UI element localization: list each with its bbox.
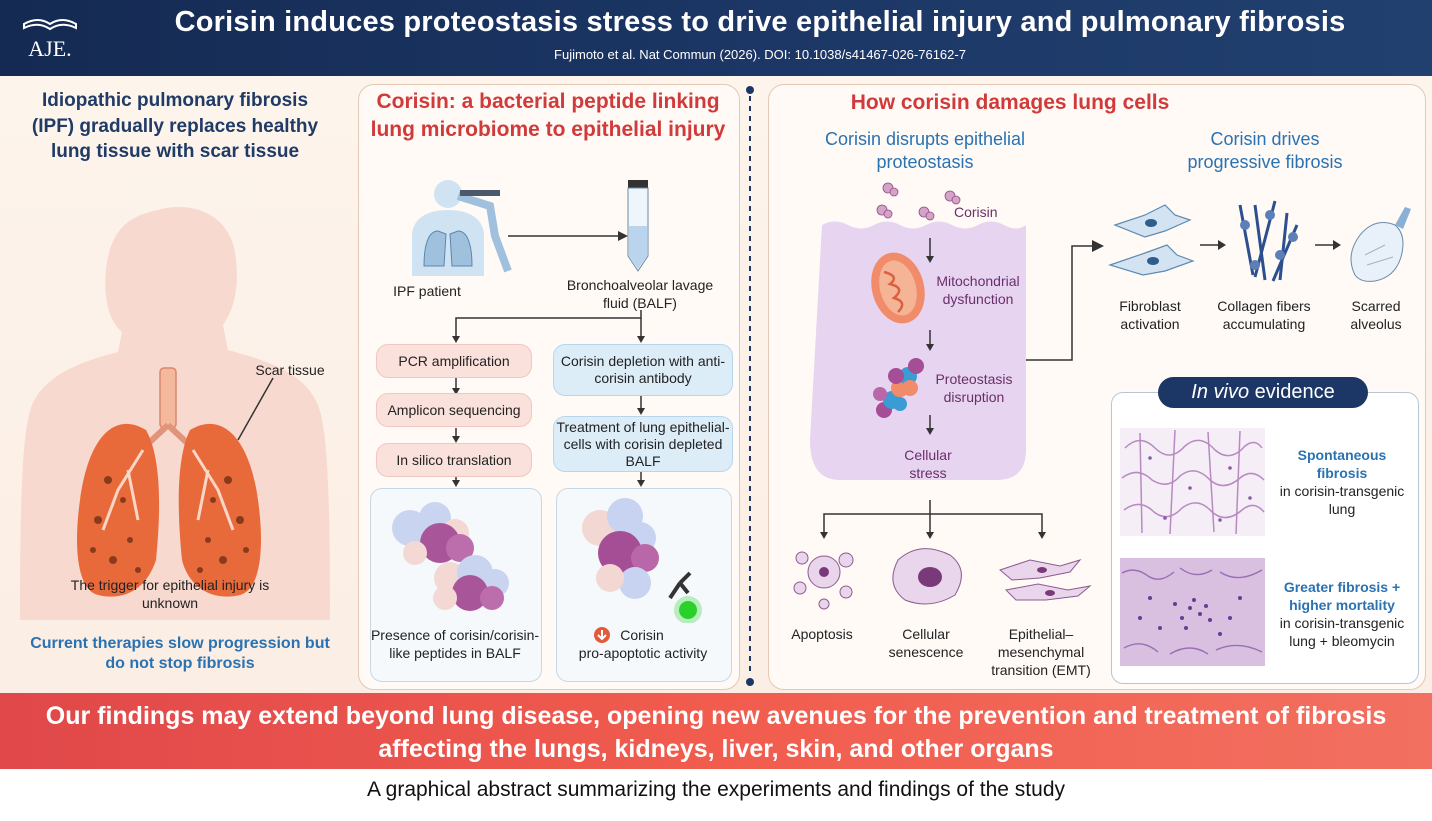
invivo-title: In vivo evidence (1158, 377, 1368, 408)
fibrosis-step-collagen: Collagen fibers accumulating (1217, 298, 1311, 332)
left-heading: Idiopathic pulmonary fibrosis (IPF) grad… (31, 90, 319, 162)
ipf-patient-label: IPF patient (393, 283, 461, 299)
histology-spontaneous (1120, 428, 1265, 536)
footer-banner (0, 693, 1432, 769)
down-arrow-icon (594, 627, 610, 643)
logo-text: AJE. (28, 36, 71, 61)
fibrosis-step-fibroblast: Fibroblast activation (1119, 298, 1181, 332)
right-heading: How corisin damages lung cells (850, 91, 1170, 114)
invivo-title-italic: In vivo (1191, 381, 1250, 403)
right-result-line2: pro-apoptotic activity (578, 645, 708, 661)
scar-tissue-label: Scar tissue (255, 362, 325, 378)
arrow-to-fibrosis (1092, 240, 1104, 252)
fibrosis-progression (1108, 200, 1411, 282)
figure-caption: A graphical abstract summarizing the exp… (366, 778, 1066, 801)
outcome-senescence: Cellular senescence (888, 626, 964, 660)
mito-label: Mitochondrial dysfunction (936, 273, 1020, 307)
histology-bleomycin (1120, 558, 1265, 666)
step-in-silico: In silico translation (376, 443, 532, 477)
citation-text: Fujimoto et al. Nat Commun (2026). DOI: … (554, 47, 966, 62)
trigger-text: The trigger for epithelial injury is unk… (70, 577, 270, 611)
therapy-text: Current therapies slow progression but d… (30, 635, 330, 672)
stress-label: Cellular stress (904, 447, 952, 481)
lung-silhouette (20, 207, 330, 620)
balf-label: Bronchoalveolar lavage fluid (BALF) (566, 277, 714, 311)
evidence-2-rest: in corisin-transgenic lung + bleomycin (1279, 615, 1405, 649)
evidence-2: Greater fibrosis + higher mortality in c… (1268, 578, 1416, 650)
proteostasis-label: Proteostasis disruption (935, 371, 1013, 405)
evidence-2-bold: Greater fibrosis + higher mortality (1283, 579, 1401, 613)
page-title: Corisin induces proteostasis stress to d… (174, 6, 1346, 38)
middle-heading: Corisin: a bacterial peptide linking lun… (370, 90, 726, 141)
invivo-title-rest: evidence (1249, 381, 1335, 403)
evidence-1-bold: Spontaneous fibrosis (1297, 447, 1387, 481)
step-treatment: Treatment of lung epithelial-cells with … (553, 416, 733, 472)
workflow-arrows (452, 310, 645, 487)
footer-text: Our findings may extend beyond lung dise… (45, 702, 1387, 763)
sub-heading-fibrosis: Corisin drives progressive fibrosis (1187, 129, 1343, 172)
header-banner (0, 0, 1432, 76)
evidence-1: Spontaneous fibrosis in corisin-transgen… (1272, 446, 1412, 518)
aje-logo: AJE. (23, 19, 77, 61)
evidence-1-rest: in corisin-transgenic lung (1279, 483, 1405, 517)
dashed-divider (746, 86, 754, 686)
left-result-text: Presence of corisin/corisin-like peptide… (370, 627, 540, 661)
sub-heading-proteostasis: Corisin disrupts epithelial proteostasis (824, 129, 1026, 172)
step-pcr: PCR amplification (376, 344, 532, 378)
peptide-antibody-right (582, 498, 702, 623)
fibrosis-step-scarred: Scarred alveolus (1350, 298, 1402, 332)
corisin-label: Corisin (954, 204, 998, 220)
step-corisin-depletion: Corisin depletion with anti-corisin anti… (553, 344, 733, 396)
outcome-emt: Epithelial–mesenchymal transition (EMT) (991, 626, 1091, 678)
step-amplicon: Amplicon sequencing (376, 393, 532, 427)
outcome-apoptosis: Apoptosis (791, 626, 853, 642)
cell-fate-diagram (793, 500, 1092, 610)
patient-balf-illustration (412, 180, 649, 276)
right-result-line1: Corisin (620, 627, 664, 643)
epithelial-cell-diagram (810, 182, 1096, 480)
peptide-structure-left (392, 502, 509, 611)
citation: Fujimoto et al. Nat Commun (2026). DOI: … (90, 47, 1430, 62)
